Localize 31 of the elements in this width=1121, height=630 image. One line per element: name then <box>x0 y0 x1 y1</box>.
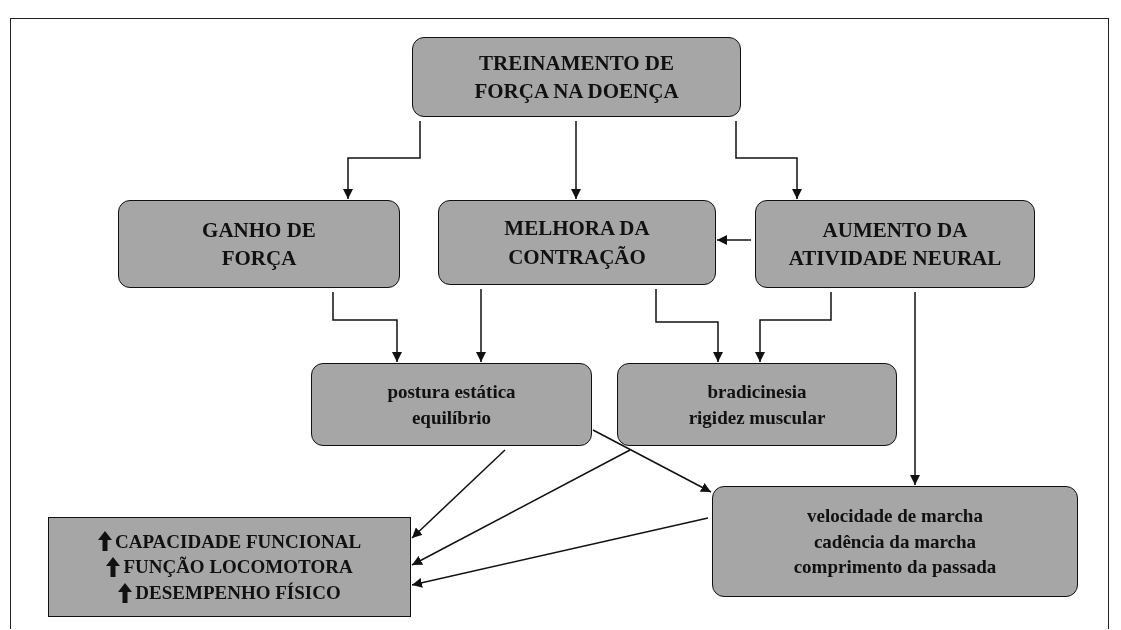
process-box <box>118 200 400 288</box>
node-text: CAPACIDADE FUNCIONAL <box>114 529 362 554</box>
arrow <box>655 288 723 363</box>
arrow <box>343 120 421 200</box>
arrow <box>411 517 709 588</box>
outcome-box <box>48 517 411 617</box>
arrow <box>716 235 752 245</box>
node-text: postura estática equilíbrio <box>386 379 517 430</box>
process-box <box>712 486 1078 597</box>
node-text: MELHORA DA CONTRAÇÃO <box>503 215 651 271</box>
process-box <box>311 363 592 446</box>
node-text: velocidade de marcha cadência da marcha comprimento da passada <box>792 504 998 580</box>
arrow <box>755 291 832 363</box>
arrow <box>411 449 631 566</box>
process-box <box>438 200 716 285</box>
node-text: bradicinesia rigidez muscular <box>687 379 827 430</box>
node-text: FUNÇÃO LOCOMOTORA <box>123 555 353 580</box>
node-text: TREINAMENTO DE FORÇA NA DOENÇA <box>473 49 680 105</box>
node-text: GANHO DE FORÇA <box>201 216 317 272</box>
node-text: DESEMPENHO FÍSICO <box>135 580 341 605</box>
process-box <box>617 363 897 446</box>
arrow <box>411 449 506 539</box>
node-text: AUMENTO DA ATIVIDADE NEURAL <box>787 216 1003 272</box>
arrow <box>735 120 802 200</box>
arrow <box>476 288 486 363</box>
arrow <box>592 429 712 493</box>
process-box <box>755 200 1035 288</box>
arrow <box>910 291 920 486</box>
arrow <box>332 291 402 363</box>
arrow <box>571 120 581 200</box>
process-box <box>412 37 741 117</box>
